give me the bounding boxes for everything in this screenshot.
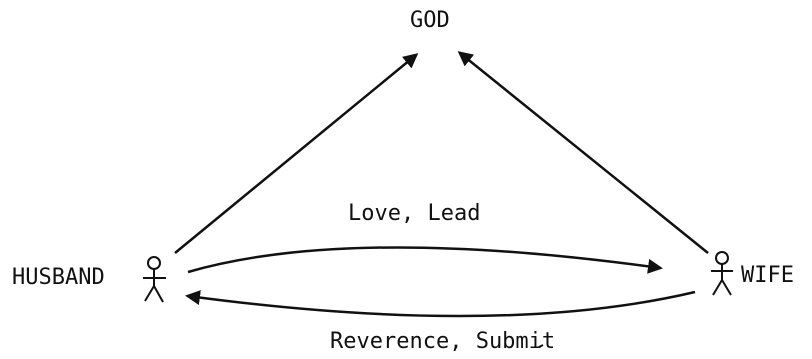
stick-figure-husband-icon xyxy=(143,256,166,303)
stray-mark xyxy=(538,344,544,348)
arrow-husband-to-wife xyxy=(187,246,663,274)
edge-label-love-lead: Love, Lead xyxy=(348,201,481,226)
node-label-husband: HUSBAND xyxy=(12,265,105,290)
arrow-wife-to-husband xyxy=(185,290,696,318)
arrow-husband-to-god xyxy=(174,53,419,254)
edge-label-reverence-submit: Reverence, Submit xyxy=(330,329,556,354)
arrow-wife-to-god xyxy=(457,51,709,254)
stick-figure-wife-icon xyxy=(711,251,733,296)
node-label-wife: WIFE xyxy=(741,263,794,288)
node-label-god: GOD xyxy=(410,8,450,33)
